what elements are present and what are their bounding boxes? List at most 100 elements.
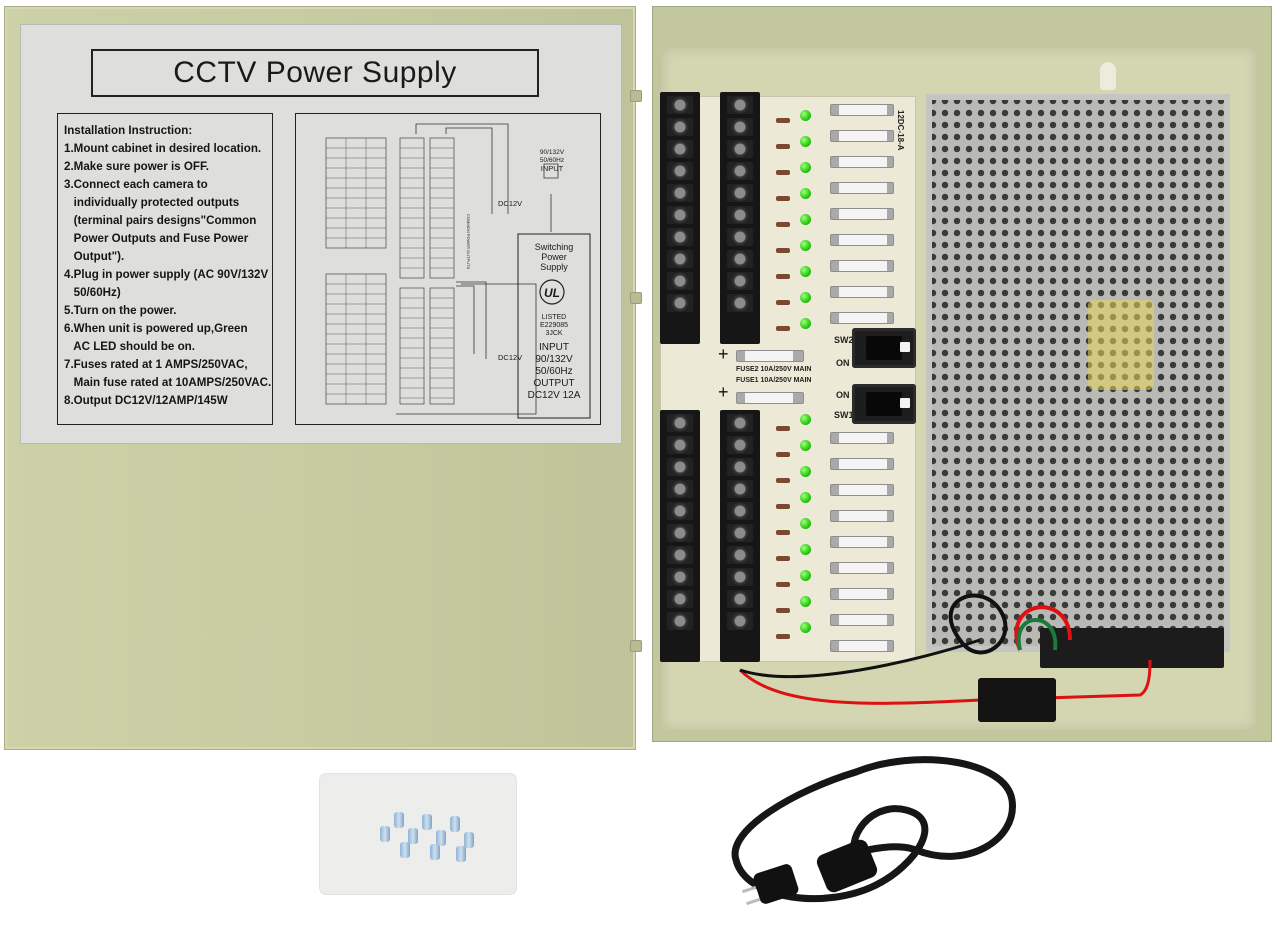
instruction-line: 50/60Hz) xyxy=(64,286,121,299)
accessory-screw xyxy=(430,844,440,860)
switch-indicator xyxy=(900,342,910,352)
accessory-screw xyxy=(394,812,404,828)
ul-mark: UL xyxy=(544,286,560,300)
channel-fuse xyxy=(830,484,894,496)
instruction-label-sheet: CCTV Power Supply Installation Instructi… xyxy=(20,24,622,444)
resistor xyxy=(776,478,790,483)
switch-rocker[interactable] xyxy=(866,392,902,416)
terminal-screw xyxy=(667,414,693,432)
psu-spec-line: 90/132V xyxy=(535,354,573,365)
input-label-line: INPUT xyxy=(541,164,564,173)
terminal-screw xyxy=(727,590,753,608)
terminal-screw xyxy=(667,612,693,630)
resistor xyxy=(776,582,790,587)
terminal-screw xyxy=(667,436,693,454)
power-switch-1[interactable] xyxy=(852,384,916,424)
terminal-screw xyxy=(667,294,693,312)
channel-fuse xyxy=(830,260,894,272)
switch-rocker[interactable] xyxy=(866,336,902,360)
terminal-screw xyxy=(727,458,753,476)
wire-black xyxy=(948,593,1008,655)
green-led xyxy=(800,136,811,147)
accessory-screw xyxy=(400,842,410,858)
channel-fuse xyxy=(830,104,894,116)
terminal-screw xyxy=(727,502,753,520)
hinge xyxy=(630,640,642,652)
terminal-screw xyxy=(667,118,693,136)
wire-red-main xyxy=(738,659,1152,705)
terminal-screw xyxy=(727,480,753,498)
terminal-screw xyxy=(667,568,693,586)
cord-loop xyxy=(731,768,880,903)
green-led xyxy=(800,162,811,173)
green-led xyxy=(800,414,811,425)
accessory-screw xyxy=(450,816,460,832)
green-led xyxy=(800,214,811,225)
switching-power-supply xyxy=(926,94,1230,652)
resistor xyxy=(776,326,790,331)
listing-line: E229085 xyxy=(540,322,568,329)
hinge xyxy=(630,90,642,102)
terminal-screw xyxy=(667,480,693,498)
channel-fuse xyxy=(830,208,894,220)
main-fuse xyxy=(736,392,804,404)
main-fuse-label: FUSE2 10A/250V MAIN xyxy=(736,366,812,373)
resistor xyxy=(776,118,790,123)
terminal-screw xyxy=(667,184,693,202)
channel-fuse xyxy=(830,286,894,298)
board-model-label: 12DC-18-A xyxy=(896,110,905,151)
accessory-screw xyxy=(422,814,432,830)
installation-instructions: Installation Instruction: 1.Mount cabine… xyxy=(57,113,273,425)
plus-symbol: + xyxy=(718,344,729,364)
resistor xyxy=(776,222,790,227)
mounting-keyhole xyxy=(1100,62,1116,90)
instruction-line: 8.Output DC12V/12AMP/145W xyxy=(64,394,228,407)
instruction-line: Output"). xyxy=(64,250,125,263)
hinge xyxy=(630,292,642,304)
input-connector xyxy=(978,678,1056,722)
green-led xyxy=(800,440,811,451)
wire-black-main xyxy=(739,638,981,679)
power-switch-2[interactable] xyxy=(852,328,916,368)
terminal-screw xyxy=(727,524,753,542)
terminal-screw xyxy=(727,414,753,432)
terminal-screw xyxy=(727,96,753,114)
terminal-screw xyxy=(667,96,693,114)
accessory-screw xyxy=(380,826,390,842)
channel-fuse xyxy=(830,562,894,574)
channel-fuse xyxy=(830,536,894,548)
psu-wiring xyxy=(738,593,1152,722)
wire-red xyxy=(1014,605,1072,651)
switch-indicator xyxy=(900,398,910,408)
terminal-screw xyxy=(727,140,753,158)
terminal-block xyxy=(660,410,700,662)
resistor xyxy=(776,530,790,535)
on-label: ON xyxy=(836,358,850,368)
instruction-line: 2.Make sure power is OFF. xyxy=(64,160,209,173)
on-label: ON xyxy=(836,390,850,400)
terminal-screw xyxy=(727,546,753,564)
green-led xyxy=(800,622,811,633)
plus-symbol: + xyxy=(718,382,729,402)
switch-label: SW2 xyxy=(834,335,854,345)
psu-spec-line: 50/60Hz xyxy=(535,366,572,377)
output-label-top: DC12V xyxy=(498,199,522,208)
green-led xyxy=(800,466,811,477)
instruction-line: individually protected outputs xyxy=(64,196,240,209)
input-label-line: 90/132V xyxy=(540,149,565,156)
instruction-line: 1.Mount cabinet in desired location. xyxy=(64,142,262,155)
accessory-screw xyxy=(464,832,474,848)
psu-internal-component xyxy=(1088,300,1154,390)
power-cord xyxy=(731,756,1016,906)
resistor xyxy=(776,452,790,457)
psu-spec-line: INPUT xyxy=(539,342,569,353)
green-led xyxy=(800,110,811,121)
terminal-screw xyxy=(727,184,753,202)
terminal-screw xyxy=(667,546,693,564)
green-led xyxy=(800,518,811,529)
terminal-screw xyxy=(727,436,753,454)
resistor xyxy=(776,196,790,201)
green-led xyxy=(800,596,811,607)
instruction-line: Main fuse rated at 10AMPS/250VAC. xyxy=(64,376,272,389)
diagram-wires xyxy=(396,123,559,415)
